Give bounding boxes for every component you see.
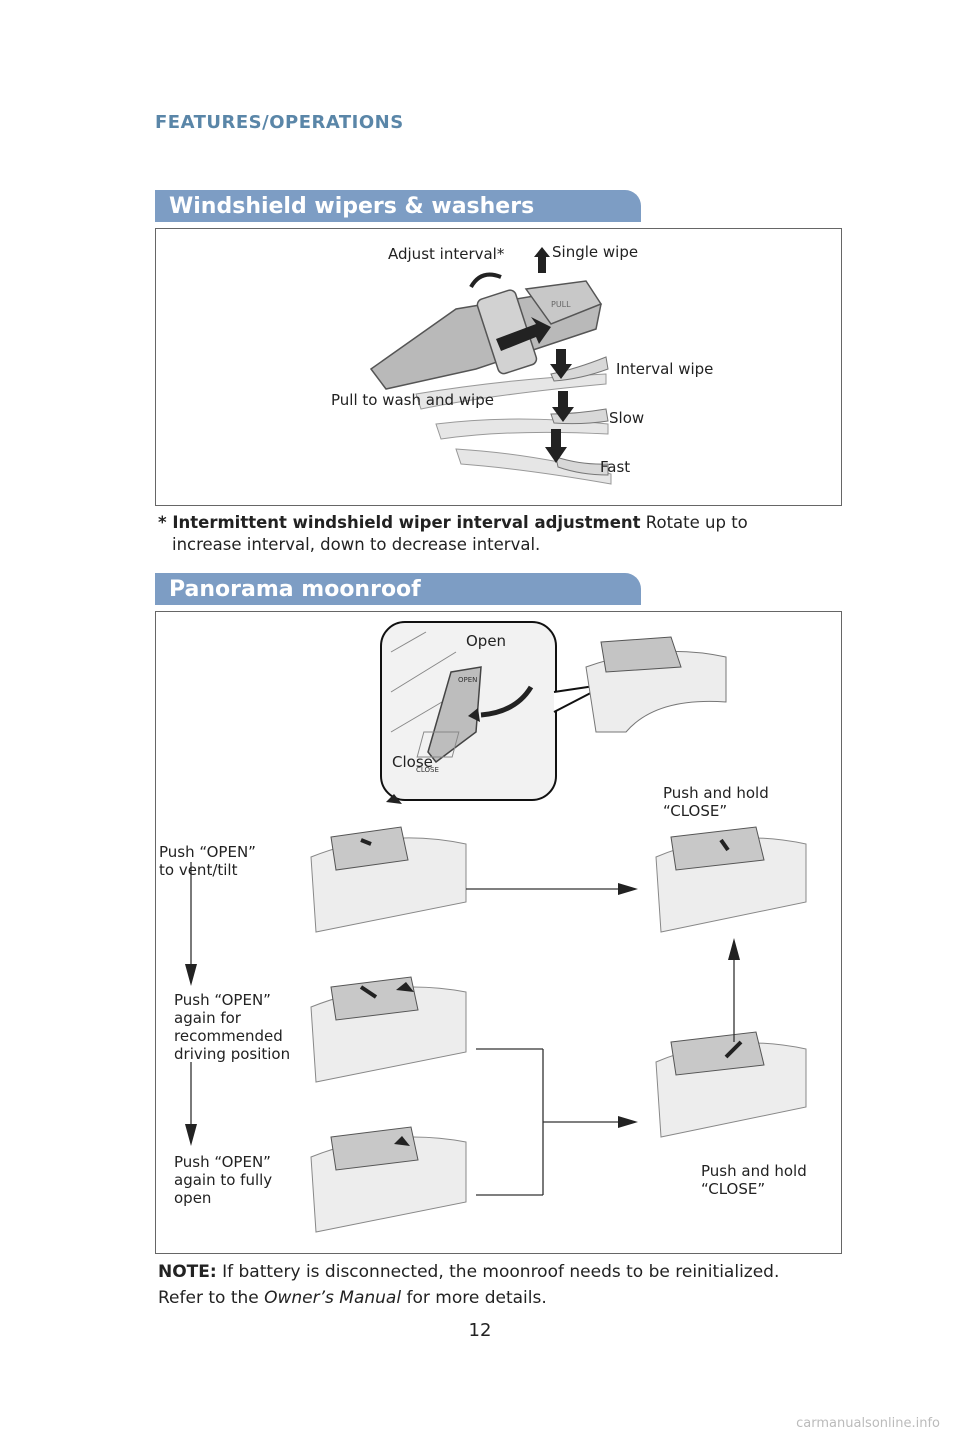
switch-close-text: CLOSE — [416, 766, 439, 774]
watermark: carmanualsonline.info — [796, 1416, 940, 1431]
step-driving-position-label: Push “OPEN” again for recommended drivin… — [174, 991, 291, 1063]
car-fully-open — [310, 1126, 467, 1233]
push-hold-close-label-bottom: Push and hold “CLOSE” — [701, 1162, 807, 1198]
manual-reference: Refer to the Owner’s Manual for more det… — [158, 1288, 547, 1308]
note-label: NOTE: — [158, 1262, 217, 1282]
adjust-interval-label: Adjust interval* — [388, 245, 505, 263]
step-vent-tilt-label: Push “OPEN” to vent/tilt — [159, 843, 256, 879]
note-line2-suffix: for more details. — [401, 1288, 547, 1308]
slow-label: Slow — [609, 409, 645, 427]
note-text: If battery is disconnected, the moonroof… — [216, 1262, 780, 1282]
wipers-section-title: Windshield wipers & washers — [155, 190, 641, 222]
open-label: Open — [466, 632, 507, 650]
section-header: FEATURES/OPERATIONS — [155, 112, 404, 133]
interval-wipe-label: Interval wipe — [616, 360, 714, 378]
footnote-bold: * Intermittent windshield wiper interval… — [158, 513, 641, 532]
car-vent-tilt — [310, 794, 467, 933]
wiper-stalk-illustration: PULL — [369, 247, 612, 485]
pull-to-wash-label: Pull to wash and wipe — [331, 391, 494, 409]
svg-text:PULL: PULL — [551, 300, 571, 309]
step-fully-open-label: Push “OPEN” again to fully open — [174, 1153, 273, 1207]
single-wipe-label: Single wipe — [552, 243, 639, 261]
switch-open-text: OPEN — [458, 676, 477, 684]
moonroof-diagrams: OPEN CLOSE — [185, 621, 807, 1233]
wipers-illustration-panel: PULL Adjust interval* Single wipe Interv… — [155, 228, 842, 506]
close-label: Close — [392, 753, 433, 771]
note-line2-prefix: Refer to the — [158, 1288, 265, 1308]
car-close-top — [655, 826, 807, 933]
battery-note: NOTE: If battery is disconnected, the mo… — [158, 1262, 779, 1282]
owners-manual-text: Owner’s Manual — [264, 1288, 402, 1308]
fast-label: Fast — [600, 458, 631, 476]
car-close-bottom — [655, 1031, 807, 1138]
footnote-line2: increase interval, down to decrease inte… — [172, 535, 541, 554]
footnote-text: Rotate up to — [640, 513, 748, 532]
interval-footnote: * Intermittent windshield wiper interval… — [158, 512, 748, 556]
car-driving-position — [310, 976, 467, 1083]
page-number: 12 — [468, 1320, 492, 1341]
moonroof-section-title: Panorama moonroof — [155, 573, 641, 605]
push-hold-close-label-top: Push and hold “CLOSE” — [663, 784, 769, 820]
moonroof-illustration-panel: OPEN CLOSE — [155, 611, 842, 1254]
